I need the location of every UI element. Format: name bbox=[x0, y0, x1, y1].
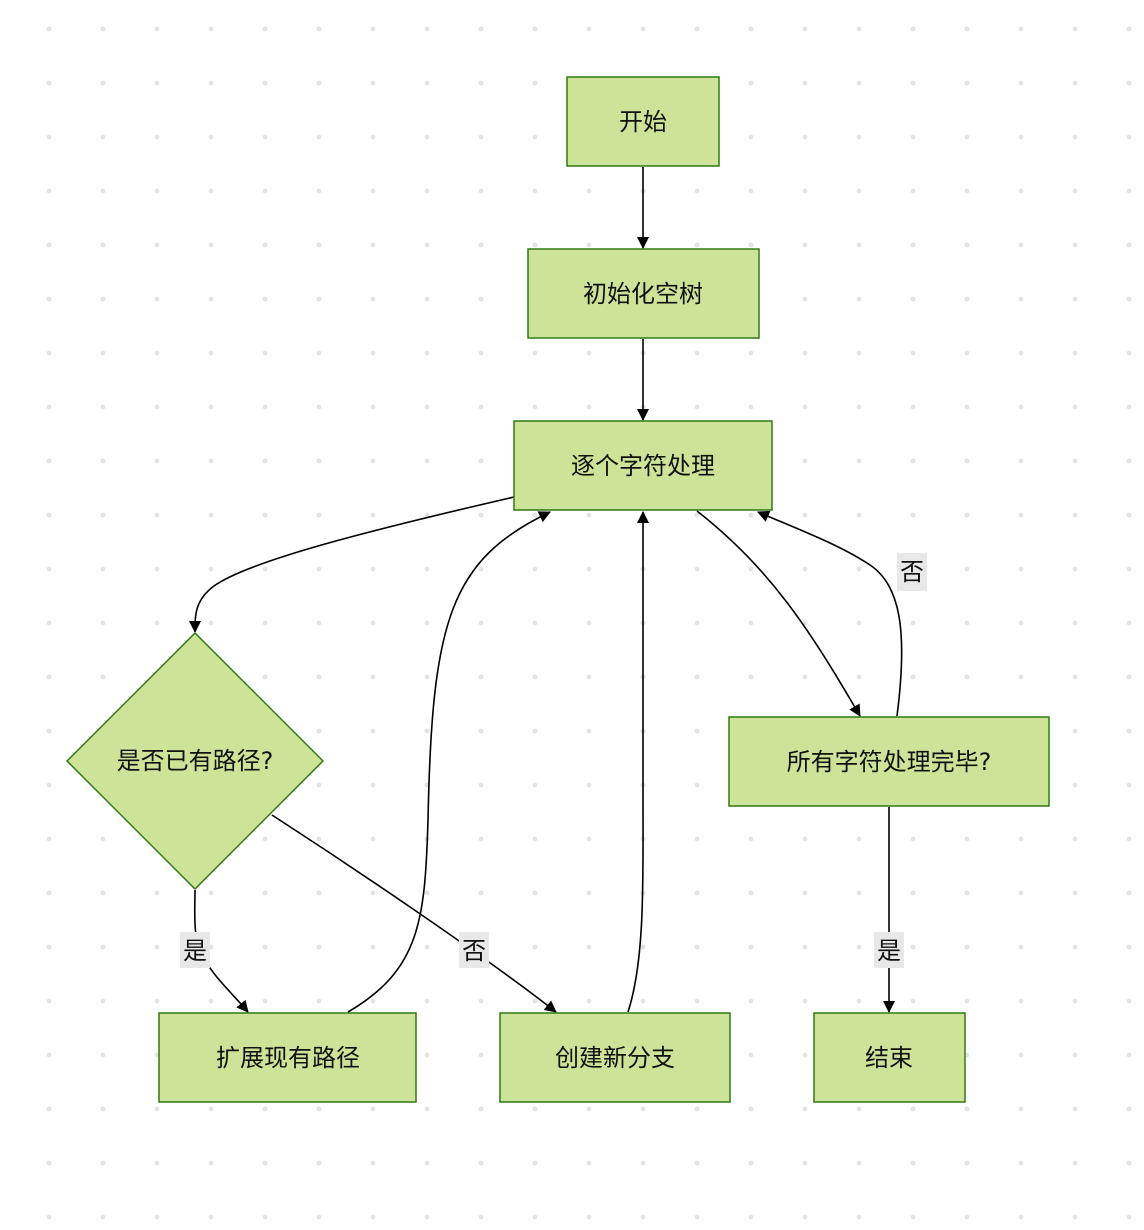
edge-label-has-path-yes: 是 bbox=[183, 937, 207, 965]
edge-extend-to-process bbox=[347, 511, 551, 1013]
node-init-empty-tree-label: 初始化空树 bbox=[583, 280, 703, 308]
node-extend-path-label: 扩展现有路径 bbox=[216, 1044, 360, 1072]
node-all-done: 所有字符处理完毕? bbox=[728, 716, 1050, 807]
edge-create-to-process bbox=[627, 511, 649, 1013]
node-end-label: 结束 bbox=[865, 1044, 913, 1072]
node-has-path-label: 是否已有路径? bbox=[117, 747, 274, 775]
node-all-done-label: 所有字符处理完毕? bbox=[787, 748, 992, 776]
node-extend-path: 扩展现有路径 bbox=[158, 1012, 417, 1103]
node-process-each-char: 逐个字符处理 bbox=[513, 420, 773, 511]
node-init-empty-tree: 初始化空树 bbox=[527, 248, 760, 339]
node-start-label: 开始 bbox=[619, 108, 667, 136]
edge-process-to-all-done bbox=[696, 510, 861, 717]
node-process-each-char-label: 逐个字符处理 bbox=[571, 452, 715, 480]
node-create-branch-label: 创建新分支 bbox=[555, 1044, 675, 1072]
edge-has-path-no-to-create bbox=[271, 814, 557, 1013]
edge-label-has-path-no: 否 bbox=[462, 937, 486, 965]
edge-label-all-done-yes: 是 bbox=[877, 937, 901, 965]
edge-labels: 是 否 否 是 bbox=[180, 553, 927, 968]
node-start: 开始 bbox=[566, 76, 720, 167]
edge-process-to-has-path bbox=[189, 496, 515, 633]
node-create-branch: 创建新分支 bbox=[499, 1012, 731, 1103]
edge-label-all-done-no: 否 bbox=[900, 558, 924, 586]
node-end: 结束 bbox=[813, 1012, 966, 1103]
node-has-path-decision: 是否已有路径? bbox=[65, 631, 325, 891]
edge-all-done-no-to-process bbox=[757, 510, 903, 717]
